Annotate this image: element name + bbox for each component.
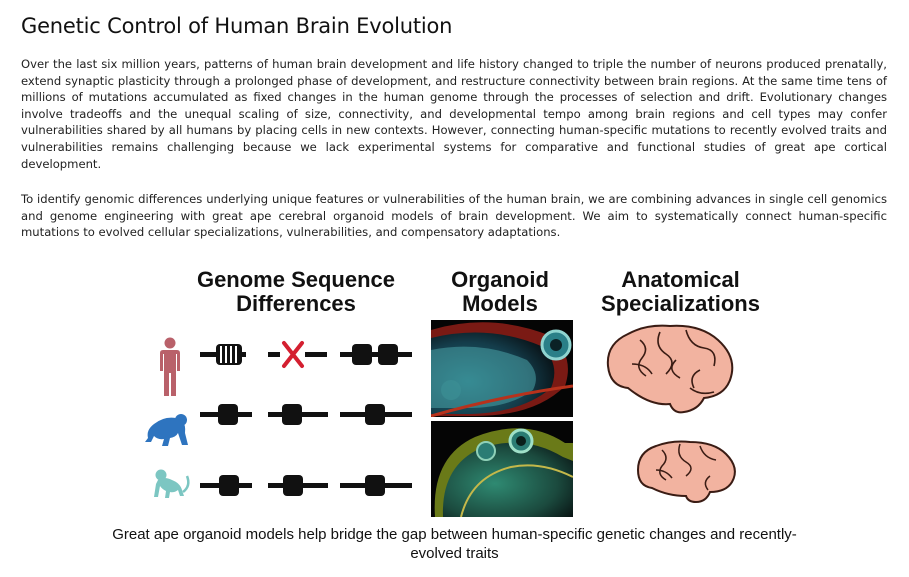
anatomical-heading: Anatomical Specializations <box>601 267 760 316</box>
human-brain-icon <box>606 324 734 414</box>
approach-paragraph: To identify genomic differences underlyi… <box>21 192 887 240</box>
organoid-heading: Organoid Models <box>451 267 549 316</box>
page-title: Genetic Control of Human Brain Evolution <box>21 14 453 38</box>
chimpanzee-organoid-image <box>431 421 573 517</box>
chimpanzee-icon <box>145 414 188 446</box>
human-figure-icon <box>160 337 180 396</box>
chimpanzee-sequences <box>200 404 412 425</box>
macaque-sequences <box>200 475 412 496</box>
genome-heading: Genome Sequence Differences <box>196 267 396 316</box>
human-sequence-duplication <box>340 344 412 365</box>
macaque-icon <box>154 469 190 498</box>
chimpanzee-brain-icon <box>636 440 736 504</box>
human-sequence-1 <box>200 344 246 365</box>
human-organoid-image <box>431 320 573 417</box>
human-sequence-deletion <box>268 341 327 368</box>
figure-caption: Great ape organoid models help bridge th… <box>112 526 797 562</box>
intro-paragraph: Over the last six million years, pattern… <box>21 57 887 171</box>
